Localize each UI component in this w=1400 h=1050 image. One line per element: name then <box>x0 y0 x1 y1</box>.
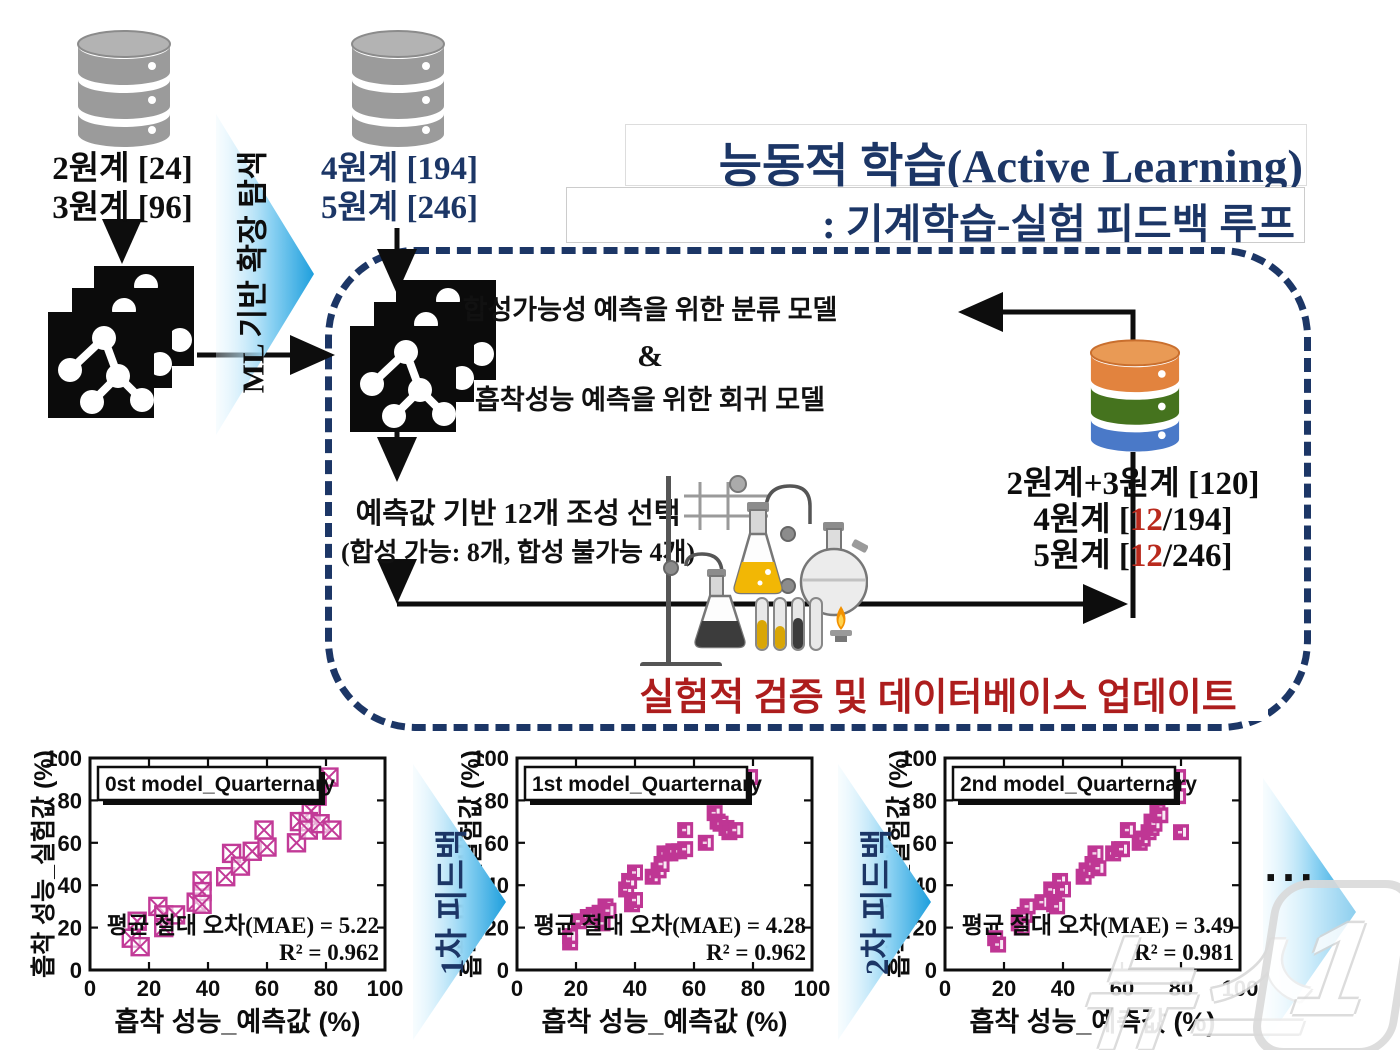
svg-text:0: 0 <box>497 958 509 983</box>
db1-label: 2원계 [24] 3원계 [96] <box>30 150 215 228</box>
svg-text:100: 100 <box>900 746 937 771</box>
scatter-plot: 0 20 40 60 80 100 0 20 40 60 80 100 0st model_Quarte… <box>30 746 403 1037</box>
continuation-ellipsis: ... <box>1264 839 1318 891</box>
svg-text:80: 80 <box>314 976 338 1001</box>
db3-line2-count: 12 <box>1129 502 1163 538</box>
svg-text:100: 100 <box>367 976 404 1001</box>
db3-line1: 2원계+3원계 [120] <box>1006 466 1260 502</box>
svg-text:80: 80 <box>913 788 937 813</box>
database-icon-updated <box>1089 339 1181 452</box>
feedback-arrow-2 <box>838 764 931 1040</box>
svg-text:0: 0 <box>925 958 937 983</box>
title-box <box>625 124 1307 186</box>
experimental-validation-banner: 실험적 검증 및 데이터베이스 업데이트 <box>608 666 1268 721</box>
db3-line3: 5원계 [12/246] <box>1033 538 1233 574</box>
svg-text:20: 20 <box>564 976 588 1001</box>
subtitle-box <box>566 187 1305 243</box>
svg-text:0: 0 <box>70 958 82 983</box>
svg-text:평균 절대 오차(MAE) = 3.49: 평균 절대 오차(MAE) = 3.49 <box>962 913 1234 938</box>
db1-line2: 3원계 [96] <box>52 190 193 226</box>
svg-text:100: 100 <box>472 746 509 771</box>
feedback-arrow-3 <box>1263 778 1356 1046</box>
svg-text:R² = 0.981: R² = 0.981 <box>1134 940 1234 965</box>
svg-text:흡착 성능_예측값 (%): 흡착 성능_예측값 (%) <box>115 1007 361 1037</box>
page-subtitle: : 기계학습-실험 피드백 루프 <box>822 201 1295 247</box>
svg-text:60: 60 <box>1110 976 1134 1001</box>
feedback-arrow-2-label: 2차 피드백 <box>860 828 896 976</box>
svg-text:20: 20 <box>992 976 1016 1001</box>
model-joiner: & <box>637 338 663 373</box>
chart-0st-model: 0 20 40 60 80 100 0 20 40 60 80 100 0st model_Quarte… <box>30 743 403 1048</box>
db3-line3-count: 12 <box>1129 538 1163 574</box>
svg-text:흡착 성능_예측값 (%): 흡착 성능_예측값 (%) <box>542 1007 788 1037</box>
svg-text:1st model_Quarternary: 1st model_Quarternary <box>532 773 762 796</box>
svg-text:60: 60 <box>913 831 937 856</box>
db2-line1: 4원계 [194] <box>321 151 478 187</box>
svg-text:60: 60 <box>255 976 279 1001</box>
page-title: 능동적 학습(Active Learning) <box>718 141 1303 193</box>
svg-text:20: 20 <box>137 976 161 1001</box>
svg-text:흡착 성능_예측값 (%): 흡착 성능_예측값 (%) <box>970 1007 1216 1037</box>
svg-text:40: 40 <box>58 873 82 898</box>
database-icon-binary-ternary <box>77 30 171 147</box>
db3-line2: 4원계 [12/194] <box>1033 502 1233 538</box>
feedback-arrow-1 <box>413 764 506 1040</box>
svg-text:2nd model_Quarternary: 2nd model_Quarternary <box>960 773 1197 796</box>
lab-equipment-illustration <box>640 475 868 669</box>
ml-expansion-arrow <box>216 114 314 435</box>
svg-text:80: 80 <box>1169 976 1193 1001</box>
svg-text:100: 100 <box>794 976 831 1001</box>
svg-text:80: 80 <box>741 976 765 1001</box>
svg-text:40: 40 <box>196 976 220 1001</box>
svg-text:흡착 성능_실험값 (%): 흡착 성능_실험값 (%) <box>30 750 58 978</box>
svg-text:80: 80 <box>58 788 82 813</box>
svg-text:80: 80 <box>485 788 509 813</box>
svg-text:평균 절대 오차(MAE) = 5.22: 평균 절대 오차(MAE) = 5.22 <box>107 913 379 938</box>
db2-line2: 5원계 [246] <box>321 190 478 226</box>
svg-text:60: 60 <box>682 976 706 1001</box>
svg-text:0st model_Quarternary: 0st model_Quarternary <box>105 773 335 796</box>
svg-text:40: 40 <box>1051 976 1075 1001</box>
svg-text:60: 60 <box>58 831 82 856</box>
svg-text:R² = 0.962: R² = 0.962 <box>279 940 379 965</box>
svg-text:20: 20 <box>58 916 82 941</box>
selection-line1: 예측값 기반 12개 조성 선택 <box>355 498 681 530</box>
feedback-arrow-1-label: 1차 피드백 <box>435 828 471 976</box>
selection-line2: (합성 가능: 8개, 합성 불가능 4개) <box>340 538 696 567</box>
model-line1: 합성가능성 예측을 위한 분류 모델 <box>462 295 838 325</box>
svg-text:평균 절대 오차(MAE) = 4.28: 평균 절대 오차(MAE) = 4.28 <box>534 913 806 938</box>
svg-text:0: 0 <box>84 976 96 1001</box>
svg-text:40: 40 <box>623 976 647 1001</box>
svg-text:0: 0 <box>511 976 523 1001</box>
db2-label: 4원계 [194] 5원계 [246] <box>302 150 497 228</box>
model-description: 합성가능성 예측을 위한 분류 모델 & 흡착성능 예측을 위한 회귀 모델 <box>430 288 870 423</box>
svg-text:100: 100 <box>1222 976 1259 1001</box>
svg-text:R² = 0.962: R² = 0.962 <box>706 940 806 965</box>
db1-line1: 2원계 [24] <box>52 151 193 187</box>
svg-text:60: 60 <box>485 831 509 856</box>
molecule-stack-icon-loop <box>350 280 496 432</box>
molecule-stack-icon-left <box>48 266 194 418</box>
ml-arrow-label: ML 기반 확장 탐색 <box>235 150 271 394</box>
selection-description: 예측값 기반 12개 조성 선택 (합성 가능: 8개, 합성 불가능 4개) <box>328 490 708 569</box>
model-line2: 흡착성능 예측을 위한 회귀 모델 <box>475 385 825 415</box>
svg-text:100: 100 <box>45 746 82 771</box>
svg-text:0: 0 <box>939 976 951 1001</box>
active-learning-loop-box <box>325 247 1311 731</box>
database-icon-quaternary-quinary <box>351 30 445 147</box>
db3-label: 2원계+3원계 [120] 4원계 [12/194] 5원계 [12/246] <box>968 466 1298 574</box>
